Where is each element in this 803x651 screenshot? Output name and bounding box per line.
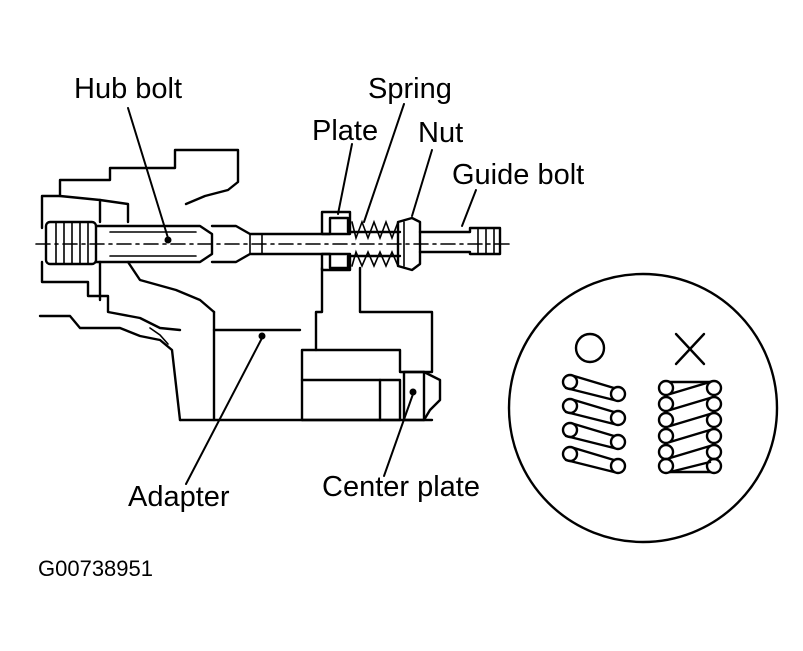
label-spring: Spring: [368, 73, 452, 105]
spring-orientation-inset: [507, 272, 779, 544]
label-nut: Nut: [418, 117, 463, 149]
label-center-plate: Center plate: [322, 471, 480, 503]
leader-adapter: [185, 337, 263, 485]
wrong-spring-icon: [657, 379, 723, 475]
leader-center-plate: [383, 393, 414, 477]
label-plate: Plate: [312, 115, 378, 147]
leader-plate: [337, 143, 353, 215]
correct-spring-icon: [561, 373, 627, 475]
figure-code: G00738951: [38, 556, 153, 581]
wrong-symbol-icon: [674, 332, 706, 366]
leader-guide-bolt: [461, 189, 477, 227]
labels: Hub bolt Spring Plate Nut Guide bolt Ada…: [74, 73, 584, 513]
leader-spring: [363, 103, 405, 223]
assembly-drawing: [35, 148, 511, 422]
label-adapter: Adapter: [128, 481, 230, 513]
inset-circle: [507, 272, 779, 544]
correct-symbol-icon: [574, 332, 606, 364]
label-guide-bolt: Guide bolt: [452, 159, 584, 191]
leader-nut: [411, 149, 433, 217]
label-hub-bolt: Hub bolt: [74, 73, 182, 105]
leader-hub-bolt: [127, 107, 169, 239]
leader-lines: [127, 103, 477, 485]
